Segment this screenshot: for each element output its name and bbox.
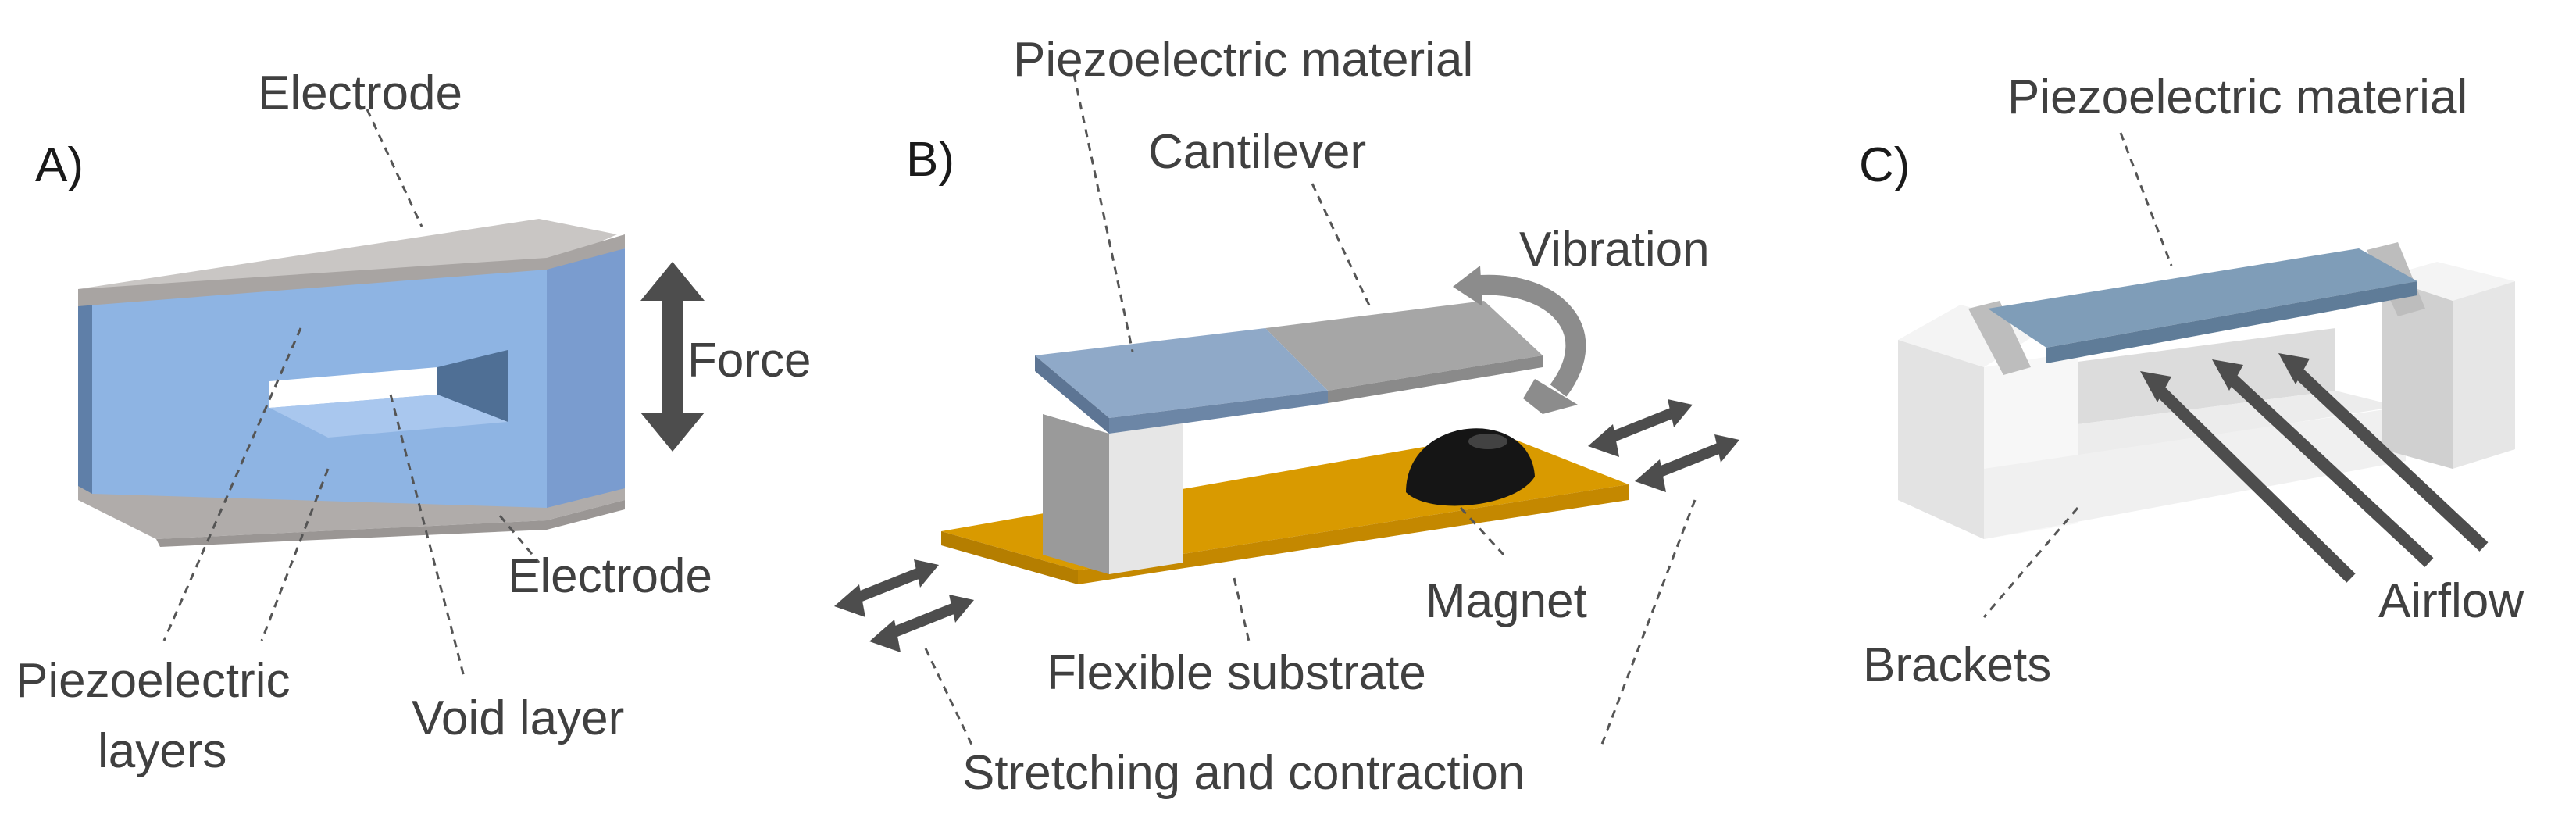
piezo-layer-b [1035,328,1328,434]
electrode-top [78,219,625,306]
leader-magnet [1459,506,1505,556]
label-electrode-top: Electrode [258,66,462,120]
label-piezo-layers-line2: layers [98,724,227,778]
leader-stretch-left [924,648,974,747]
airflow-arrows [2140,353,2489,583]
panel-c: C) [1859,70,2524,692]
label-brackets: Brackets [1863,638,2051,692]
label-magnet: Magnet [1425,574,1587,628]
label-vibration: Vibration [1519,223,1710,277]
panel-b: B) [834,33,1739,800]
void-hole [269,367,437,408]
leader-piezo-layers-2 [260,468,330,641]
leader-piezo-material-b [1072,73,1134,352]
leader-flexible-substrate [1233,577,1251,645]
panel-a-label: A) [35,138,84,192]
stretch-arrows-left [834,559,974,652]
piezo-plate-c [1988,248,2417,363]
label-stretching: Stretching and contraction [962,746,1525,800]
leader-piezo-layers-1 [162,327,302,641]
force-arrow [640,262,705,452]
block-left-edge [78,297,92,500]
vibration-arrow [1453,266,1586,414]
piezo-block-a [78,219,625,547]
label-force: Force [687,334,811,388]
void-inner-wall [437,350,508,422]
label-void-layer: Void layer [412,691,624,745]
label-piezo-layers-line1: Piezoelectric [16,654,290,708]
stretch-arrows-right [1588,399,1739,492]
leader-electrode-bottom [498,515,541,563]
panel-a: A) [16,66,811,778]
cantilever [1265,301,1543,403]
label-piezo-material-b: Piezoelectric material [1013,33,1473,87]
label-piezo-material-c: Piezoelectric material [2007,70,2467,124]
leader-stretch-right [1600,499,1697,747]
label-flexible-substrate: Flexible substrate [1047,646,1426,700]
leader-electrode-top [366,109,423,227]
leader-void-layer [389,394,466,680]
label-cantilever: Cantilever [1148,125,1366,179]
leader-brackets [1982,507,2079,618]
label-airflow: Airflow [2378,574,2524,628]
label-electrode-bottom: Electrode [508,549,712,603]
leader-cantilever [1311,183,1372,309]
void-inner-floor [269,395,508,438]
support-pillar [1043,414,1183,574]
panel-b-label: B) [906,133,954,187]
magnet [1406,428,1535,506]
leader-piezo-material-c [2119,132,2173,266]
panel-c-label: C) [1859,138,1910,192]
block-side-face [547,248,625,512]
